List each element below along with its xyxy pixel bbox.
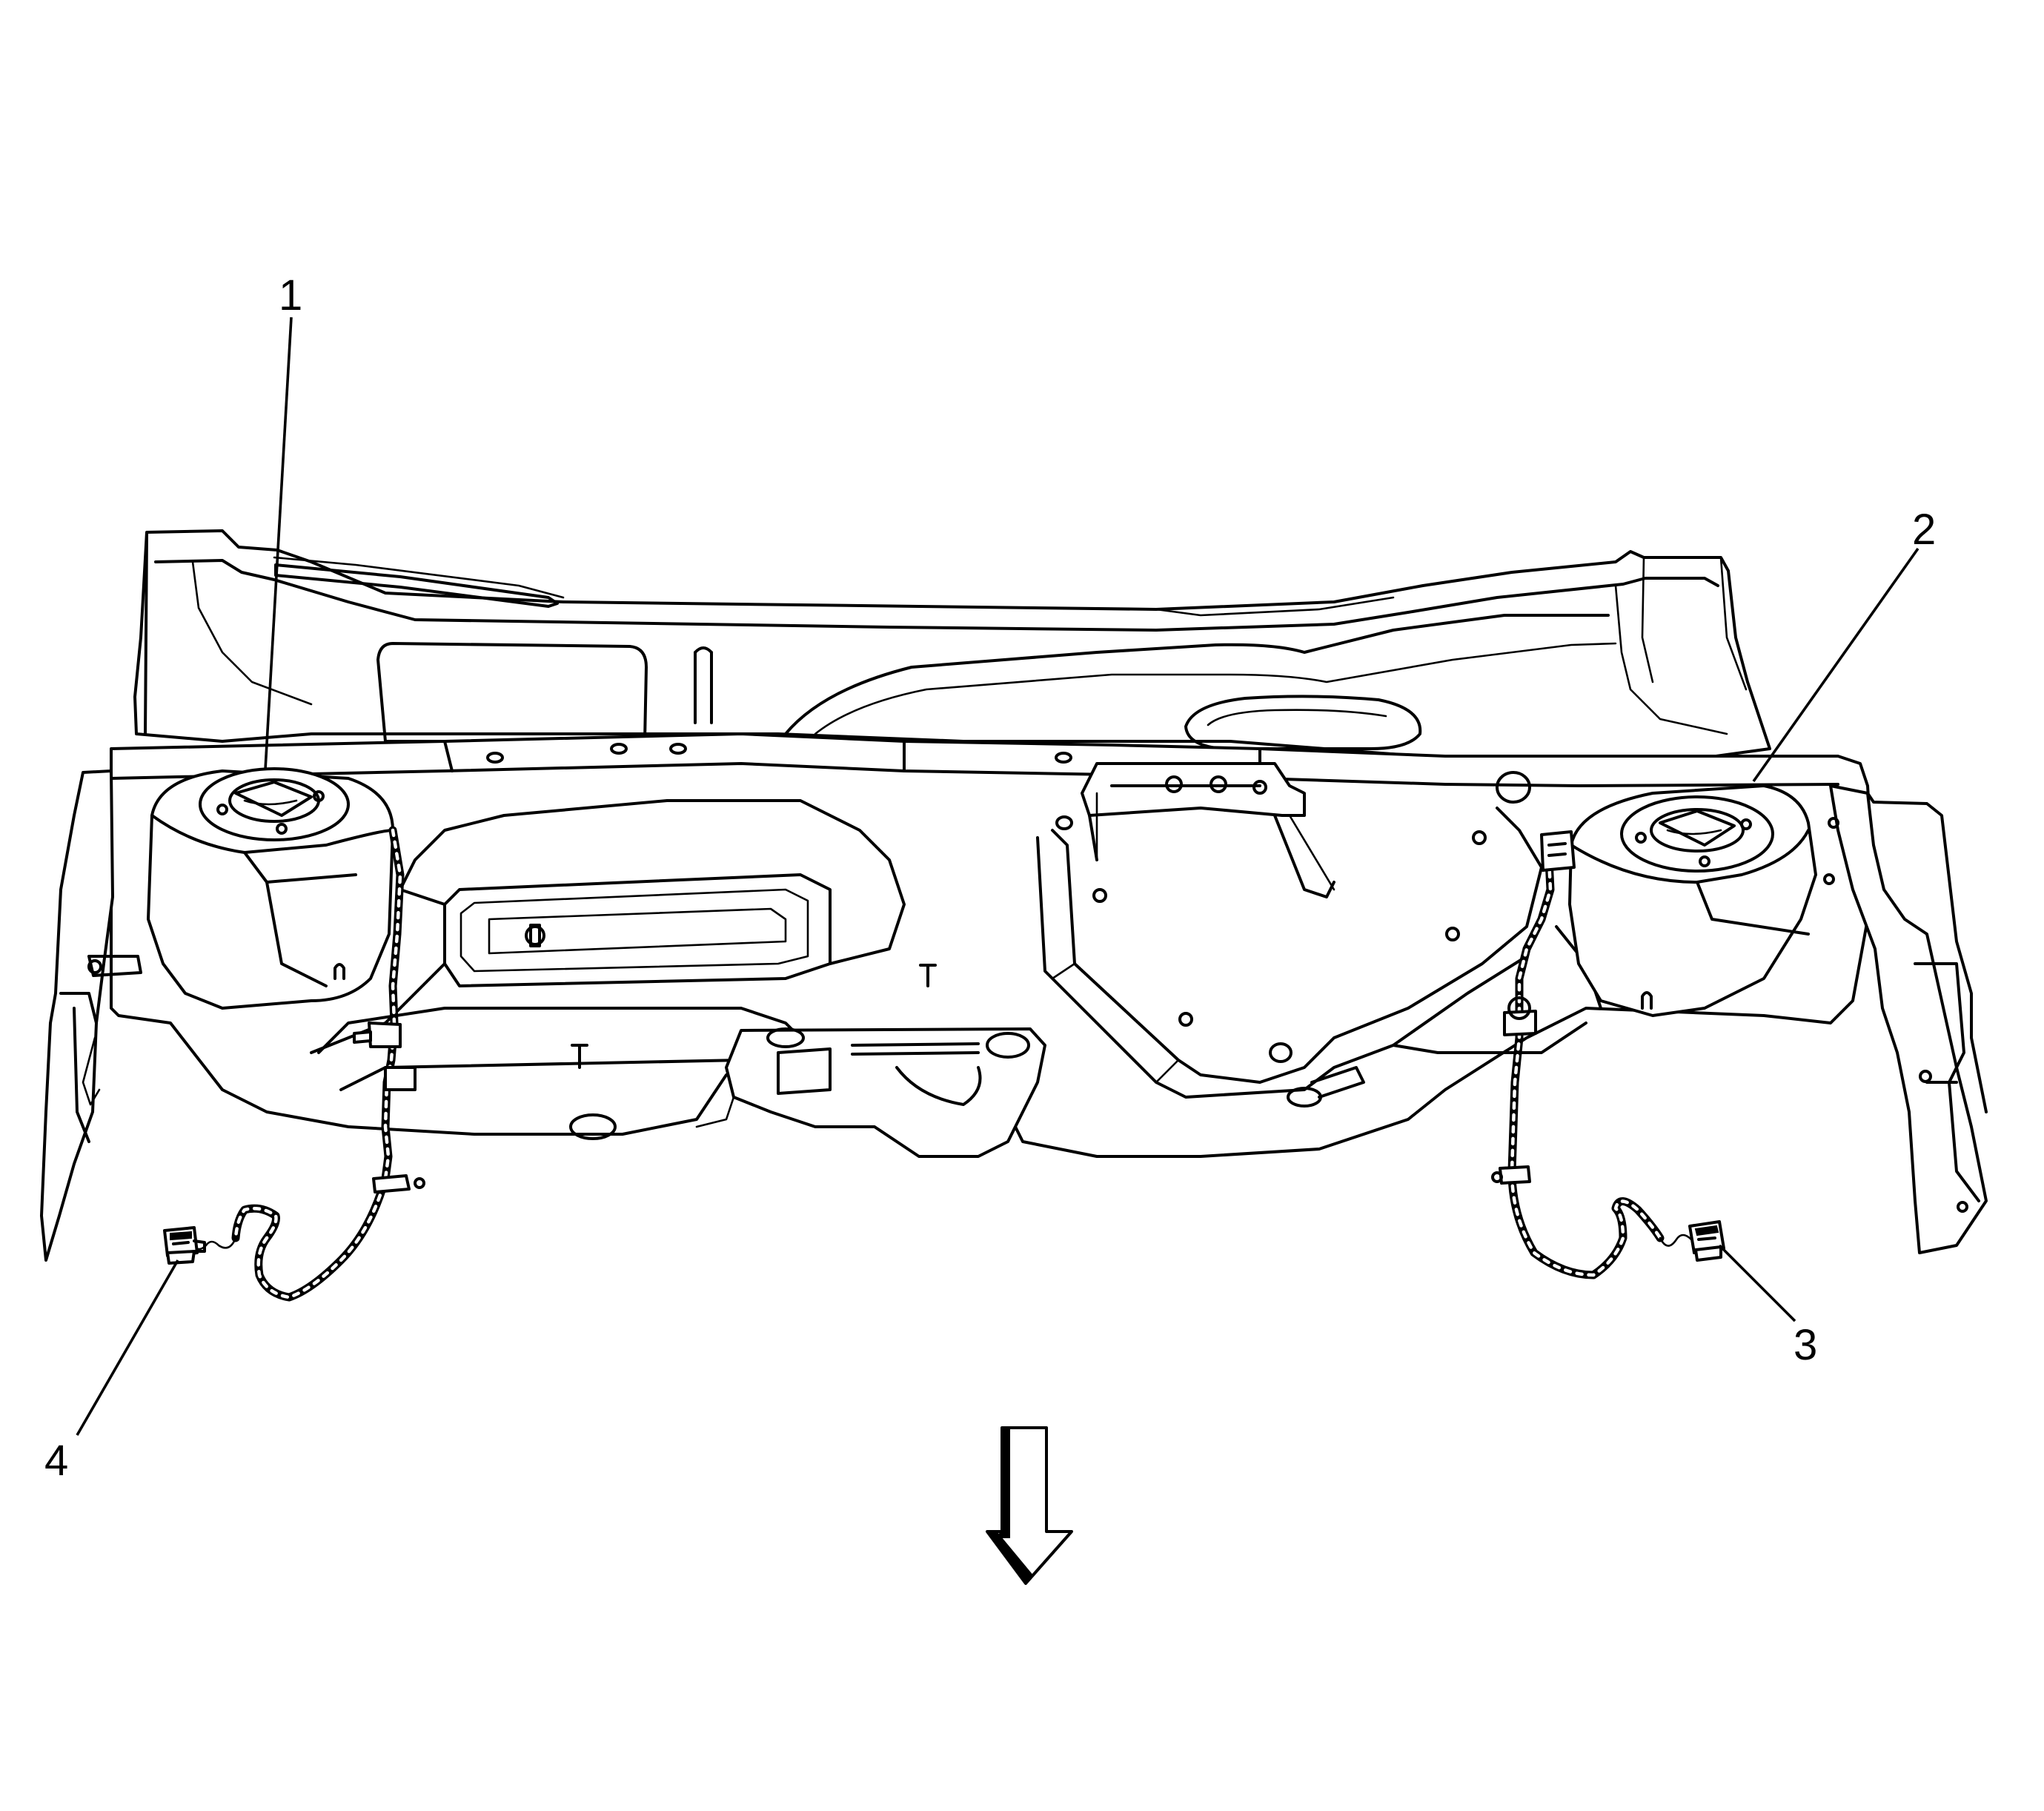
view-direction-arrow-icon [986, 1426, 1073, 1585]
right-spring-seat [1568, 784, 1988, 1254]
rear-crossmember [110, 732, 1873, 1158]
callout-3: 3 [1794, 1321, 1817, 1369]
left-wiring-harness [191, 826, 425, 1302]
left-spring-seat [40, 767, 394, 1262]
leader-lines [76, 317, 1919, 1436]
callout-labels: 1 2 3 4 [44, 271, 1936, 1485]
right-wiring-harness [1491, 830, 1693, 1279]
callout-4: 4 [44, 1437, 68, 1485]
right-sensor-connector [1688, 1220, 1725, 1262]
leader-1 [264, 317, 293, 770]
left-sensor-connector [163, 1226, 206, 1265]
leader-2 [1752, 547, 1919, 783]
leader-3 [1718, 1244, 1796, 1322]
rear-upper-panel [133, 529, 1771, 772]
leader-4 [76, 1259, 179, 1436]
callout-2: 2 [1912, 506, 1936, 554]
callout-1: 1 [279, 271, 302, 320]
